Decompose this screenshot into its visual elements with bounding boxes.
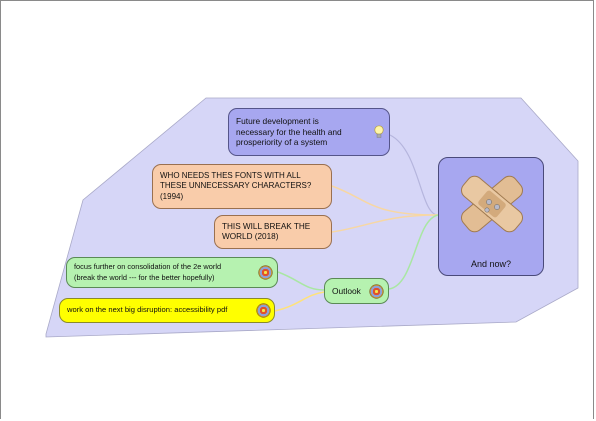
topic-break-world-2018[interactable]: THIS WILL BREAK THE WORLD (2018) [214, 215, 332, 249]
topic-future-development[interactable]: Future development is necessary for the … [228, 108, 390, 156]
target-icon [257, 304, 270, 317]
connector-future [389, 134, 439, 216]
topic-future-development-text: Future development is necessary for the … [236, 116, 342, 148]
target-icon [370, 285, 383, 298]
topic-outlook[interactable]: Outlook [324, 278, 389, 304]
topic-fonts-1994-text: WHO NEEDS THES FONTS WITH ALL THESE UNNE… [160, 170, 312, 201]
topic-outlook-text: Outlook [332, 285, 361, 296]
topic-consolidation-text: focus further on consolidation of the 2e… [74, 262, 222, 282]
connector-consolidation [277, 271, 325, 291]
lightbulb-icon [374, 125, 384, 138]
central-topic[interactable]: And now? [438, 157, 544, 276]
connector-break [331, 214, 439, 233]
central-topic-label: And now? [470, 259, 512, 269]
topic-consolidation[interactable]: focus further on consolidation of the 2e… [66, 257, 278, 288]
topic-accessibility-text: work on the next big disruption: accessi… [67, 305, 228, 315]
topic-break-world-2018-text: THIS WILL BREAK THE WORLD (2018) [222, 221, 311, 242]
connector-fonts [331, 185, 439, 216]
connector-outlook [388, 214, 439, 290]
target-icon [259, 266, 272, 279]
topic-fonts-1994[interactable]: WHO NEEDS THES FONTS WITH ALL THESE UNNE… [152, 164, 332, 209]
topic-accessibility[interactable]: work on the next big disruption: accessi… [59, 298, 275, 323]
connector-accessibility [274, 291, 325, 312]
bandage-icon [461, 175, 523, 233]
